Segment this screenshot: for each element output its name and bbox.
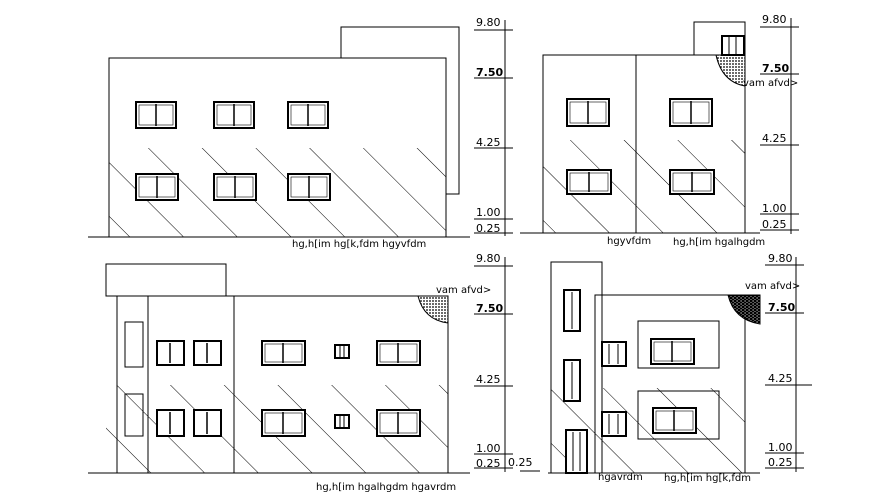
window bbox=[287, 173, 331, 201]
level-label: 4.25 bbox=[762, 132, 787, 145]
vent-window bbox=[334, 344, 350, 359]
side-elevation-right bbox=[520, 257, 812, 474]
window bbox=[156, 409, 185, 437]
main-block-outline bbox=[594, 294, 746, 474]
window bbox=[566, 98, 610, 127]
window bbox=[213, 173, 257, 201]
level-label: 0.25 bbox=[768, 456, 793, 469]
tree-foliage bbox=[417, 295, 449, 324]
level-marker-column bbox=[765, 257, 812, 472]
level-label: 0.25 bbox=[476, 457, 501, 470]
window bbox=[652, 407, 697, 434]
level-marker-column bbox=[474, 20, 513, 236]
level-label: 4.25 bbox=[476, 373, 501, 386]
door bbox=[565, 429, 588, 474]
window bbox=[261, 409, 306, 437]
annotation-note: vam afvd> bbox=[745, 281, 800, 292]
level-label: 7.50 bbox=[476, 66, 503, 79]
rear-elevation bbox=[520, 18, 799, 234]
left-wing-outline bbox=[116, 295, 149, 474]
level-label: 9.80 bbox=[768, 252, 793, 265]
elevation-caption: hg,h[im hg[k,fdm bbox=[664, 473, 751, 484]
tree-foliage bbox=[727, 294, 761, 325]
level-marker-column bbox=[760, 18, 799, 234]
elevation-caption: hgavrdm bbox=[598, 472, 643, 483]
window bbox=[261, 340, 306, 366]
window bbox=[601, 411, 627, 437]
level-label: 1.00 bbox=[476, 206, 501, 219]
level-label: 7.50 bbox=[476, 302, 503, 315]
level-label: 0.25 bbox=[476, 222, 501, 235]
window bbox=[669, 98, 713, 127]
roof-block bbox=[105, 263, 227, 297]
elevation-caption: hg,h[im hgalhgdm bbox=[673, 237, 765, 248]
window bbox=[135, 101, 177, 129]
main-block-outline bbox=[108, 57, 447, 238]
window bbox=[193, 409, 222, 437]
window bbox=[156, 340, 185, 366]
tree-foliage bbox=[715, 54, 746, 87]
side-right-labels: 9.80 7.50 4.25 1.00 0.25 0.25 vam afvd> … bbox=[508, 252, 800, 484]
window bbox=[650, 338, 695, 365]
level-label: 0.25 bbox=[762, 218, 787, 231]
front-elevation bbox=[88, 20, 513, 238]
level-label: 4.25 bbox=[476, 136, 501, 149]
level-label: 7.50 bbox=[762, 62, 789, 75]
elevation-caption: hg,h[im hgalhgdm hgavrdm bbox=[316, 482, 456, 493]
level-label: 1.00 bbox=[476, 442, 501, 455]
balcony-panel bbox=[637, 390, 720, 440]
level-label: 0.25 bbox=[508, 456, 533, 469]
window bbox=[669, 169, 715, 195]
window bbox=[213, 101, 255, 129]
vent-window bbox=[334, 414, 350, 429]
window bbox=[376, 340, 421, 366]
level-label: 7.50 bbox=[768, 301, 795, 314]
window bbox=[721, 35, 745, 56]
front-labels: 9.80 7.50 4.25 1.00 0.25 hg,h[im hg[k,fd… bbox=[292, 16, 503, 250]
window bbox=[193, 340, 222, 366]
window bbox=[601, 341, 627, 367]
window bbox=[135, 173, 179, 201]
side-elevation-left bbox=[88, 257, 513, 474]
main-block-outline bbox=[542, 54, 746, 234]
annotation-note: vam afvd> bbox=[743, 78, 798, 89]
elevation-caption: hg,h[im hg[k,fdm hgyvfdm bbox=[292, 239, 426, 250]
rear-labels: 9.80 7.50 4.25 1.00 0.25 vam afvd> hgyvf… bbox=[607, 13, 798, 248]
level-label: 9.80 bbox=[476, 252, 501, 265]
side-left-labels: 9.80 7.50 4.25 1.00 0.25 vam afvd> hg,h[… bbox=[316, 252, 503, 493]
elevation-caption: hgyvfdm bbox=[607, 236, 651, 247]
tall-window bbox=[563, 289, 581, 332]
window bbox=[566, 169, 612, 195]
level-label: 1.00 bbox=[768, 441, 793, 454]
level-label: 4.25 bbox=[768, 372, 793, 385]
wing-opening bbox=[124, 321, 144, 368]
level-label: 9.80 bbox=[762, 13, 787, 26]
level-label: 9.80 bbox=[476, 16, 501, 29]
level-label: 1.00 bbox=[762, 202, 787, 215]
annotation-note: vam afvd> bbox=[436, 285, 491, 296]
level-marker-column bbox=[474, 257, 513, 472]
window bbox=[376, 409, 421, 437]
tall-window bbox=[563, 359, 581, 402]
window bbox=[287, 101, 329, 129]
